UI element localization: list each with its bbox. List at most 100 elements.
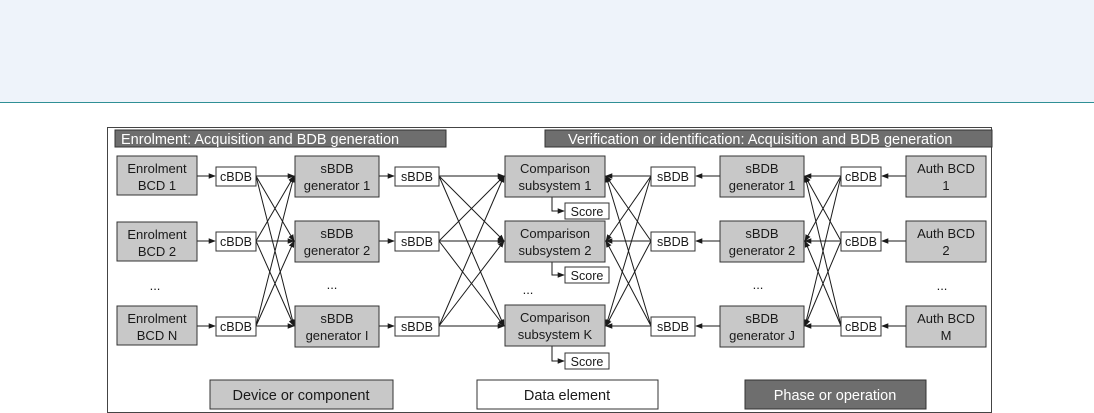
enrolment-generator-i: sBDB generator I xyxy=(294,305,380,348)
generator-label: generator 2 xyxy=(304,243,371,258)
legend-phase-label: Phase or operation xyxy=(774,388,897,404)
sbdb-label: sBDB xyxy=(657,320,689,334)
sbdb-label: sBDB xyxy=(657,170,689,184)
enrolment-generator-ellipsis: ... xyxy=(327,277,338,292)
generator-label: sBDB xyxy=(320,311,353,326)
device-label: Auth BCD xyxy=(917,311,975,326)
legend-device: Device or component xyxy=(209,379,394,410)
enrolment-device-1: Enrolment BCD 1 xyxy=(116,155,198,196)
cbdb-to-generator-arrow xyxy=(255,240,295,327)
sbdb-to-comparison-arrow xyxy=(438,240,505,327)
phase-bar-enrolment: Enrolment: Acquisition and BDB generatio… xyxy=(114,129,447,148)
auth-cbdb-1: cBDB xyxy=(840,166,882,187)
auth-device-ellipsis: ... xyxy=(937,278,948,293)
auth-device-2: Auth BCD 2 xyxy=(905,220,987,263)
generator-label: sBDB xyxy=(745,226,778,241)
score-1: Score xyxy=(564,202,610,220)
legend-phase: Phase or operation xyxy=(744,379,927,410)
cbdb-label: cBDB xyxy=(220,320,252,334)
score-k: Score xyxy=(564,352,610,370)
enrolment-device-ellipsis: ... xyxy=(150,278,161,293)
device-label: Enrolment xyxy=(127,161,187,176)
legend-data: Data element xyxy=(476,379,659,410)
comparison-ellipsis: ... xyxy=(523,282,534,297)
enrolment-sbdb-i: sBDB xyxy=(394,316,440,337)
device-label: 2 xyxy=(942,243,949,258)
device-label: BCD N xyxy=(137,328,177,343)
enrolment-cbdb-2: cBDB xyxy=(215,231,257,252)
auth-sbdb-k: sBDB xyxy=(650,316,696,337)
score-arrow xyxy=(551,346,565,364)
phase-title-enrolment: Enrolment: Acquisition and BDB generatio… xyxy=(121,132,399,148)
auth-generator-j: sBDB generator J xyxy=(719,305,805,348)
top-banner xyxy=(0,0,1094,103)
score-arrow xyxy=(551,262,565,278)
device-label: Auth BCD xyxy=(917,226,975,241)
device-label: M xyxy=(941,328,952,343)
device-label: 1 xyxy=(942,178,949,193)
comparison-subsystem-2: Comparison subsystem 2 xyxy=(504,220,606,263)
auth-sbdb-to-comparison-arrow xyxy=(605,240,652,327)
device-label: Enrolment xyxy=(127,311,187,326)
enrolment-cbdb-1: cBDB xyxy=(215,166,257,187)
generator-label: generator 2 xyxy=(729,243,796,258)
auth-sbdb-1: sBDB xyxy=(650,166,696,187)
enrolment-sbdb-2: sBDB xyxy=(394,231,440,252)
generator-label: sBDB xyxy=(745,161,778,176)
score-label: Score xyxy=(571,269,604,283)
auth-generator-ellipsis: ... xyxy=(753,277,764,292)
comparison-subsystem-k: Comparison subsystem K xyxy=(504,304,606,347)
device-label: Auth BCD xyxy=(917,161,975,176)
enrolment-generator-1: sBDB generator 1 xyxy=(294,155,380,198)
comparison-label: subsystem 1 xyxy=(519,178,592,193)
sbdb-to-comparison-arrow xyxy=(438,175,505,242)
device-label: BCD 1 xyxy=(138,178,176,193)
score-label: Score xyxy=(571,205,604,219)
auth-cbdb-to-generator-arrow xyxy=(804,240,842,327)
cbdb-label: cBDB xyxy=(845,170,877,184)
generator-label: generator I xyxy=(306,328,369,343)
score-2: Score xyxy=(564,266,610,284)
generator-label: sBDB xyxy=(320,161,353,176)
device-label: BCD 2 xyxy=(138,244,176,259)
auth-generator-2: sBDB generator 2 xyxy=(719,220,805,263)
sbdb-label: sBDB xyxy=(401,235,433,249)
score-arrow xyxy=(551,197,565,214)
auth-sbdb-2: sBDB xyxy=(650,231,696,252)
auth-cbdb-2: cBDB xyxy=(840,231,882,252)
legend-device-label: Device or component xyxy=(232,388,369,404)
generator-label: generator 1 xyxy=(729,178,796,193)
legend-data-label: Data element xyxy=(524,388,610,404)
auth-sbdb-to-comparison-arrow xyxy=(605,175,652,242)
enrolment-generator-2: sBDB generator 2 xyxy=(294,220,380,263)
cbdb-label: cBDB xyxy=(220,170,252,184)
comparison-label: subsystem K xyxy=(518,327,593,342)
generator-label: generator 1 xyxy=(304,178,371,193)
sbdb-label: sBDB xyxy=(401,170,433,184)
generator-label: sBDB xyxy=(745,311,778,326)
cbdb-label: cBDB xyxy=(845,235,877,249)
auth-generator-1: sBDB generator 1 xyxy=(719,155,805,198)
phase-title-verification: Verification or identification: Acquisit… xyxy=(568,132,952,148)
cbdb-to-generator-arrow xyxy=(255,175,296,327)
generator-label: generator J xyxy=(729,328,795,343)
cbdb-to-generator-arrow xyxy=(255,175,295,242)
comparison-label: Comparison xyxy=(520,161,590,176)
score-label: Score xyxy=(571,355,604,369)
comparison-subsystem-1: Comparison subsystem 1 xyxy=(504,155,606,198)
device-label: Enrolment xyxy=(127,227,187,242)
generator-label: sBDB xyxy=(320,226,353,241)
enrolment-device-n: Enrolment BCD N xyxy=(116,305,198,346)
auth-device-m: Auth BCD M xyxy=(905,305,987,348)
cbdb-label: cBDB xyxy=(220,235,252,249)
sbdb-label: sBDB xyxy=(401,320,433,334)
auth-cbdb-to-generator-arrow xyxy=(803,175,842,327)
auth-cbdb-m: cBDB xyxy=(840,316,882,337)
sbdb-to-comparison-arrow xyxy=(438,175,505,327)
auth-sbdb-to-comparison-arrow xyxy=(605,175,652,327)
auth-cbdb-to-generator-arrow xyxy=(804,175,842,242)
comparison-label: Comparison xyxy=(520,226,590,241)
comparison-label: subsystem 2 xyxy=(519,243,592,258)
enrolment-cbdb-n: cBDB xyxy=(215,316,257,337)
